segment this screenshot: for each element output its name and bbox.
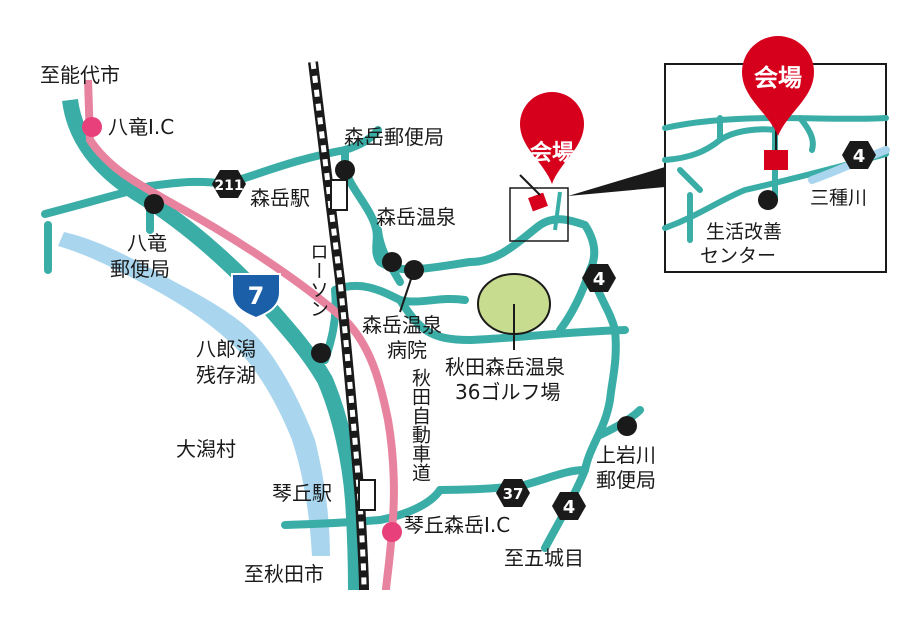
label-hachiryu-post: 八竜 <box>127 231 167 255</box>
map-labels: 至能代市 八竜I.C 八竜 郵便局 八郎潟 残存湖 大潟村 琴丘駅 琴丘森岳I.… <box>40 63 867 586</box>
route-211-shield: 211 <box>212 170 246 198</box>
label-mitanegawa: 三種川 <box>810 187 867 209</box>
moritake-station-box <box>330 179 348 211</box>
venue-label: 会場 <box>530 140 574 166</box>
kamiiwakawa-post-marker <box>617 416 637 436</box>
hachiryu-post-marker <box>144 194 164 214</box>
label-kamiiwakawa: 上岩川 <box>596 443 656 467</box>
inset-route-4-shield: 4 <box>842 141 876 169</box>
label-kamiiwakawa-2: 郵便局 <box>596 468 656 492</box>
label-hospital: 森岳温泉 <box>362 313 442 337</box>
label-moritake-station: 森岳駅 <box>250 186 310 210</box>
label-kotooka-station: 琴丘駅 <box>272 481 332 505</box>
label-hachiryu-post-2: 郵便局 <box>110 257 170 281</box>
venue-zoom-box <box>509 187 569 242</box>
inset-map: 会場 <box>662 36 890 273</box>
svg-text:7: 7 <box>248 282 265 310</box>
route-37-shield: 37 <box>496 479 530 507</box>
label-ogata: 大潟村 <box>176 437 236 461</box>
label-expressway: 秋田自動車道 <box>409 368 431 482</box>
label-akita-city: 至秋田市 <box>244 562 324 586</box>
route-7-road <box>62 98 364 591</box>
label-lawson: ローソン <box>307 242 329 318</box>
svg-text:211: 211 <box>214 178 243 194</box>
svg-text:4: 4 <box>593 269 606 290</box>
svg-text:37: 37 <box>503 485 524 503</box>
hospital-leader <box>399 269 415 313</box>
hachiryu-ic-marker <box>82 117 102 137</box>
label-hachirogata-2: 残存湖 <box>196 363 256 387</box>
inset-venue-marker <box>764 150 788 170</box>
label-noshiro: 至能代市 <box>40 63 120 87</box>
label-moritake-post: 森岳郵便局 <box>344 125 444 149</box>
route-4-shield: 4 <box>582 264 616 292</box>
railway <box>308 61 369 591</box>
lawson-marker <box>311 343 331 363</box>
svg-text:4: 4 <box>853 146 866 167</box>
label-kotooka-ic: 琴丘森岳I.C <box>404 513 510 537</box>
svg-text:4: 4 <box>563 497 576 518</box>
label-golf: 秋田森岳温泉 <box>445 355 565 379</box>
poi-markers <box>144 160 637 436</box>
moritake-onsen-marker <box>382 252 402 272</box>
route-7-shield: 7 <box>231 273 281 320</box>
venue-pin: 会場 <box>519 92 584 196</box>
hachirogata-lake <box>58 232 330 556</box>
inset-venue-label: 会場 <box>754 64 802 92</box>
venue-marker <box>528 192 548 212</box>
label-hospital-2: 病院 <box>387 338 427 362</box>
moritake-post-marker <box>335 160 355 180</box>
label-center: 生活改善 <box>706 221 782 243</box>
kotooka-ic-marker <box>382 522 402 542</box>
label-hachirogata: 八郎潟 <box>196 337 256 361</box>
center-marker <box>758 190 778 210</box>
kotooka-station-box <box>358 479 376 511</box>
label-golf-2: 36ゴルフ場 <box>455 380 560 404</box>
label-moritake-onsen: 森岳温泉 <box>376 205 456 229</box>
label-goshome: 至五城目 <box>504 546 584 570</box>
route-4-shield-south: 4 <box>552 492 586 520</box>
venue-mini-road <box>553 191 562 231</box>
label-hachiryu-ic: 八竜I.C <box>108 115 174 139</box>
label-center-2: センター <box>700 245 776 267</box>
callout-wedge <box>568 167 665 196</box>
